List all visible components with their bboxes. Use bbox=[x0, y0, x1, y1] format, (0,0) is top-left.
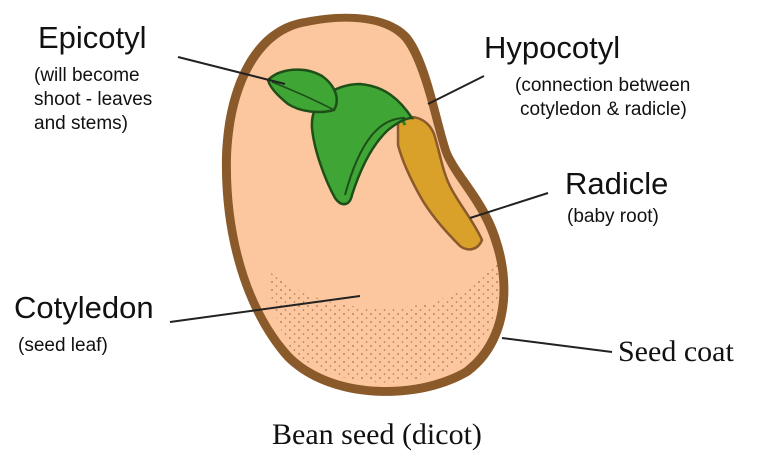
epicotyl-note-1: (will become bbox=[34, 64, 140, 88]
hypocotyl-note-1: (connection between bbox=[515, 74, 690, 98]
cotyledon-label: Cotyledon bbox=[14, 290, 154, 326]
epicotyl-label: Epicotyl bbox=[38, 20, 147, 56]
caption: Bean seed (dicot) bbox=[272, 418, 482, 452]
epicotyl-note-2: shoot - leaves bbox=[34, 88, 152, 112]
epicotyl-note-3: and stems) bbox=[34, 112, 128, 136]
hypocotyl-leader bbox=[428, 76, 484, 104]
hypocotyl-note-2: cotyledon & radicle) bbox=[520, 98, 687, 122]
radicle-label: Radicle bbox=[565, 166, 668, 202]
seed-coat-label: Seed coat bbox=[618, 335, 734, 369]
seed-coat-leader bbox=[502, 338, 612, 352]
hypocotyl-label: Hypocotyl bbox=[484, 30, 620, 66]
cotyledon-note: (seed leaf) bbox=[18, 334, 108, 358]
radicle-note: (baby root) bbox=[567, 205, 659, 229]
